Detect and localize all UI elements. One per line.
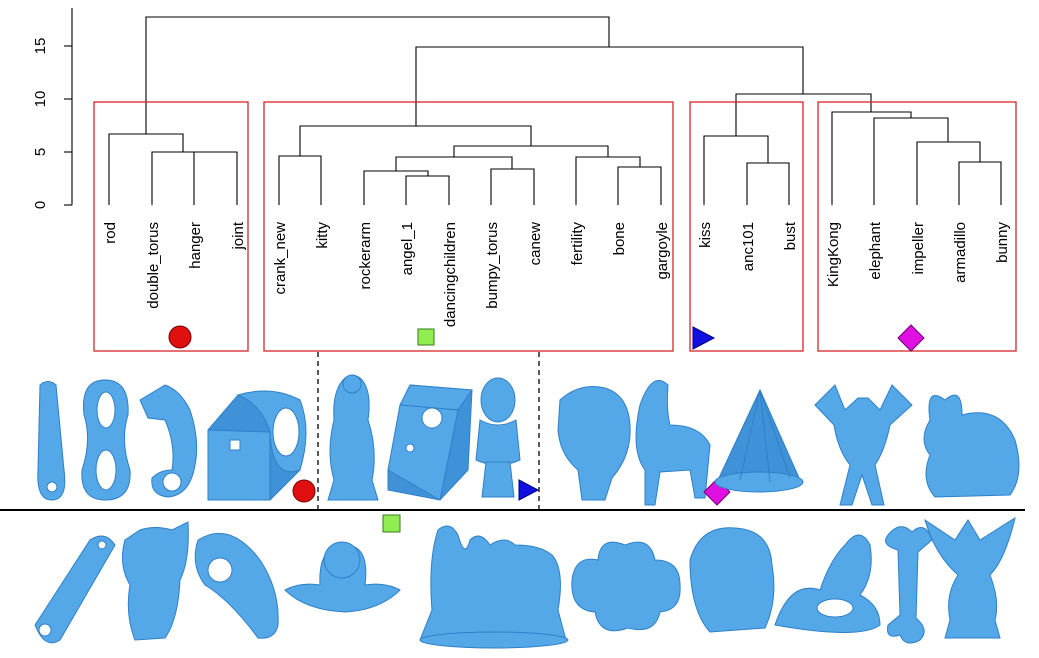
leaf-label: impeller: [910, 222, 927, 275]
double-torus-model: [81, 379, 131, 501]
kingkong-model: [689, 527, 775, 633]
leaf-label: KingKong: [825, 222, 842, 287]
merge-bone-gargoyle: [617, 166, 662, 205]
bottom-row-models: [34, 516, 1016, 649]
leaf-label: anc101: [740, 222, 757, 271]
angel-model: [284, 541, 401, 613]
merge-kingkong: [831, 111, 912, 205]
rocker-model: [194, 532, 279, 639]
leaf-label: canew: [527, 222, 544, 266]
merge-armadillo-bunny: [958, 161, 1002, 205]
leaf-label: fertility: [569, 222, 586, 266]
kiss-model: [557, 386, 631, 501]
dancing-children-model: [419, 525, 569, 649]
merge-double-torus: [151, 151, 215, 205]
leaf-label: dancingchildren: [442, 222, 459, 327]
top-row-models: [37, 374, 1020, 506]
impeller-model: [714, 388, 804, 493]
cluster-box-1: [93, 101, 249, 352]
gargoyle-model: [924, 516, 1016, 639]
bumpy-torus-model: [571, 541, 681, 632]
leaf-label: bone: [611, 222, 628, 255]
leaf-label: double_torus: [145, 222, 162, 309]
y-tick-label: 5: [32, 148, 49, 156]
red-circle-marker: [292, 479, 316, 503]
leaf-labels: rod double_torus hanger joint crank_new …: [102, 221, 1011, 327]
leaf-label: rod: [102, 222, 119, 244]
armadillo-model: [814, 384, 913, 506]
cluster-box-4: [817, 101, 1017, 352]
magenta-diamond-marker: [897, 324, 925, 352]
merge-fertility: [575, 156, 641, 205]
y-tick-label: 0: [32, 201, 49, 209]
y-axis: 0 5 10 15: [32, 8, 73, 209]
hanger-model: [139, 384, 198, 498]
leaf-label: hanger: [187, 222, 204, 269]
green-square-marker: [417, 328, 435, 346]
bunny-model: [923, 394, 1020, 498]
merge-group-c: [299, 125, 532, 156]
dancingchildren-model: [327, 374, 379, 501]
fertility-model: [774, 534, 881, 633]
joint-model: [207, 390, 307, 501]
rod-model: [37, 381, 66, 501]
merge-angel-dancing: [405, 175, 450, 205]
leaf-label: kiss: [697, 222, 714, 248]
bust-model: [475, 377, 521, 498]
leaf-label: angel_1: [399, 222, 416, 275]
merge-rod: [108, 133, 184, 205]
red-circle-marker: [168, 325, 192, 349]
blue-triangle-marker: [518, 479, 540, 501]
merge-anc-bust: [746, 162, 790, 205]
bone-model: [885, 526, 933, 644]
leaf-label: bumpy_torus: [484, 222, 501, 309]
cluster-box-2: [263, 101, 674, 352]
cluster-boxes: [93, 101, 1017, 352]
leaf-label: gargoyle: [654, 222, 671, 280]
y-tick-label: 10: [32, 91, 49, 108]
leaf-label: kitty: [314, 222, 331, 249]
kitty-model: [121, 521, 189, 641]
elephant-model: [635, 380, 711, 506]
rockerarm-block-model: [387, 384, 473, 501]
y-tick-label: 15: [32, 38, 49, 55]
merge-group-e: [415, 46, 804, 126]
leaf-label: bunny: [994, 222, 1011, 263]
merge-hanger-joint: [193, 151, 238, 205]
leaf-label: elephant: [867, 221, 884, 279]
merge-group-b: [453, 145, 609, 157]
leaf-label: joint: [230, 221, 247, 250]
green-square-marker: [382, 514, 401, 533]
dendrogram: [108, 16, 1002, 205]
merge-impeller: [916, 141, 981, 205]
merge-crank-kitty: [278, 155, 322, 205]
merge-kiss: [703, 135, 769, 205]
merge-bumpy-canew: [490, 168, 535, 205]
crank-model: [34, 535, 116, 644]
cluster-box-3: [689, 101, 804, 352]
leaf-label: armadillo: [952, 222, 969, 283]
leaf-label: crank_new: [272, 222, 289, 295]
leaf-label: bust: [782, 221, 799, 250]
blue-triangle-marker: [692, 326, 716, 350]
leaf-label: rockerarm: [357, 222, 374, 290]
cluster-markers: [168, 324, 925, 352]
merge-elephant: [873, 117, 949, 205]
merge-root: [145, 16, 610, 134]
